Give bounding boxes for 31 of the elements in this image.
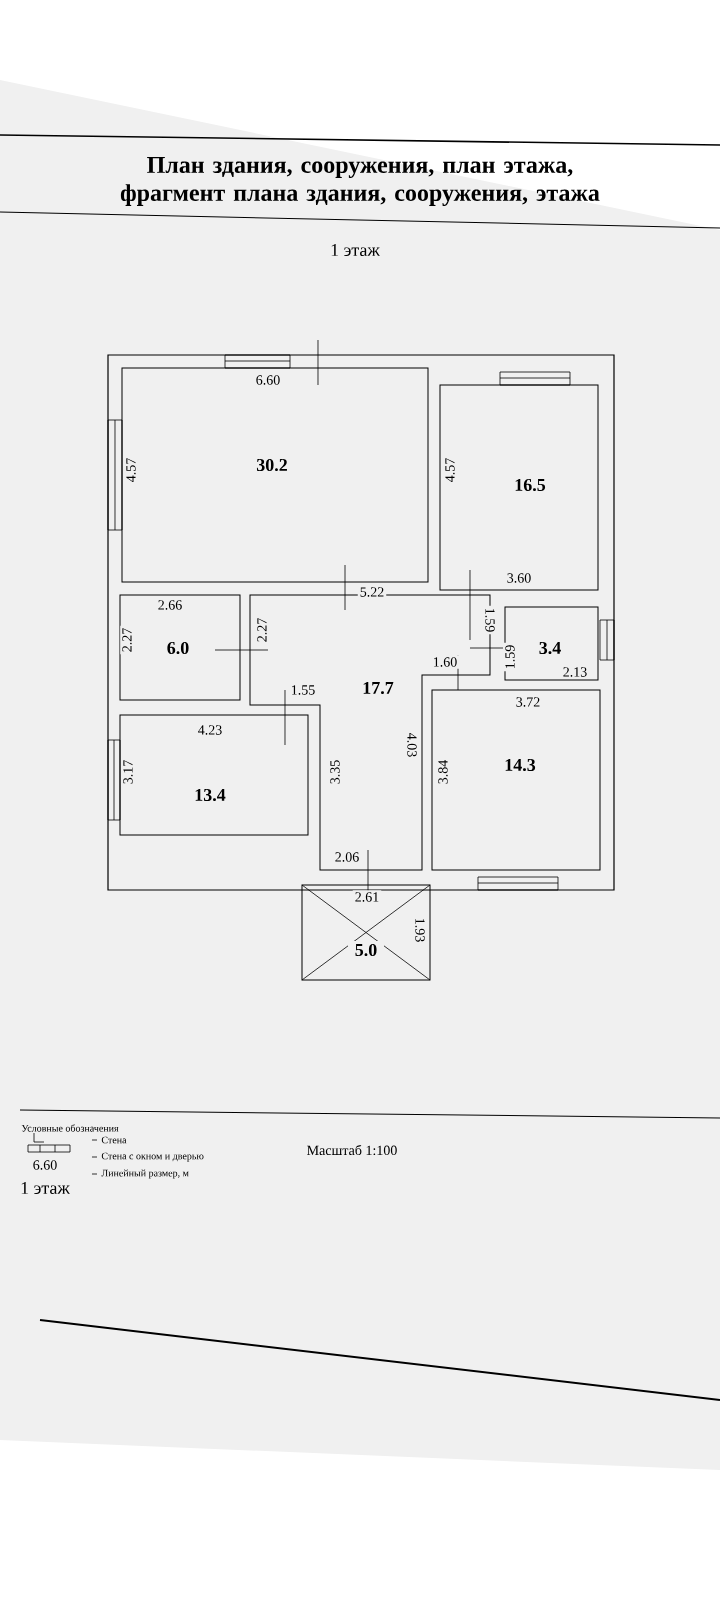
dimension-label: 3.17 [121,757,135,787]
legend-entry: Стена с окном и дверью [91,1152,204,1162]
dimension-label: 1.55 [288,683,318,697]
dimension-label: 4.57 [443,455,457,485]
dimension-label: 3.35 [328,757,342,787]
dimension-label: 1.59 [503,642,517,672]
dimension-label: 2.27 [120,625,134,655]
dimension-label: 3.72 [513,695,543,709]
scale-note: Масштаб 1:100 [307,1144,397,1156]
dimension-label: 3.84 [436,757,450,787]
dimension-label: 1.60 [430,655,460,669]
legend-heading: Условные обозначения [21,1124,119,1132]
legend-entry: Стена [91,1136,127,1144]
title: План здания, сооружения, план этажа, фрагмент плана здания, сооружения, этажа [120,157,600,206]
dimension-label: 3.60 [504,571,534,585]
dimension-label: 2.61 [352,890,382,904]
dimension-label: 5.22 [357,585,387,599]
dimension-label: 1.59 [483,605,497,635]
dimension-label: 4.03 [405,730,419,760]
legend-entry: Линейный размер, м [91,1169,189,1179]
dimension-label: 2.66 [155,598,185,612]
dimension-label: 4.57 [124,455,138,485]
dimension-label: 1.93 [413,915,427,945]
dimension-label: 4.23 [195,723,225,737]
dimension-label: 2.06 [332,850,362,864]
floor-label: 1 этаж [21,1181,70,1195]
dimension-label: 6.60 [30,1158,60,1172]
floor-label: 1 этаж [331,243,380,257]
dimension-label: 2.27 [255,615,269,645]
dimension-label: 6.60 [253,373,283,387]
dimension-label: 2.13 [560,665,590,679]
